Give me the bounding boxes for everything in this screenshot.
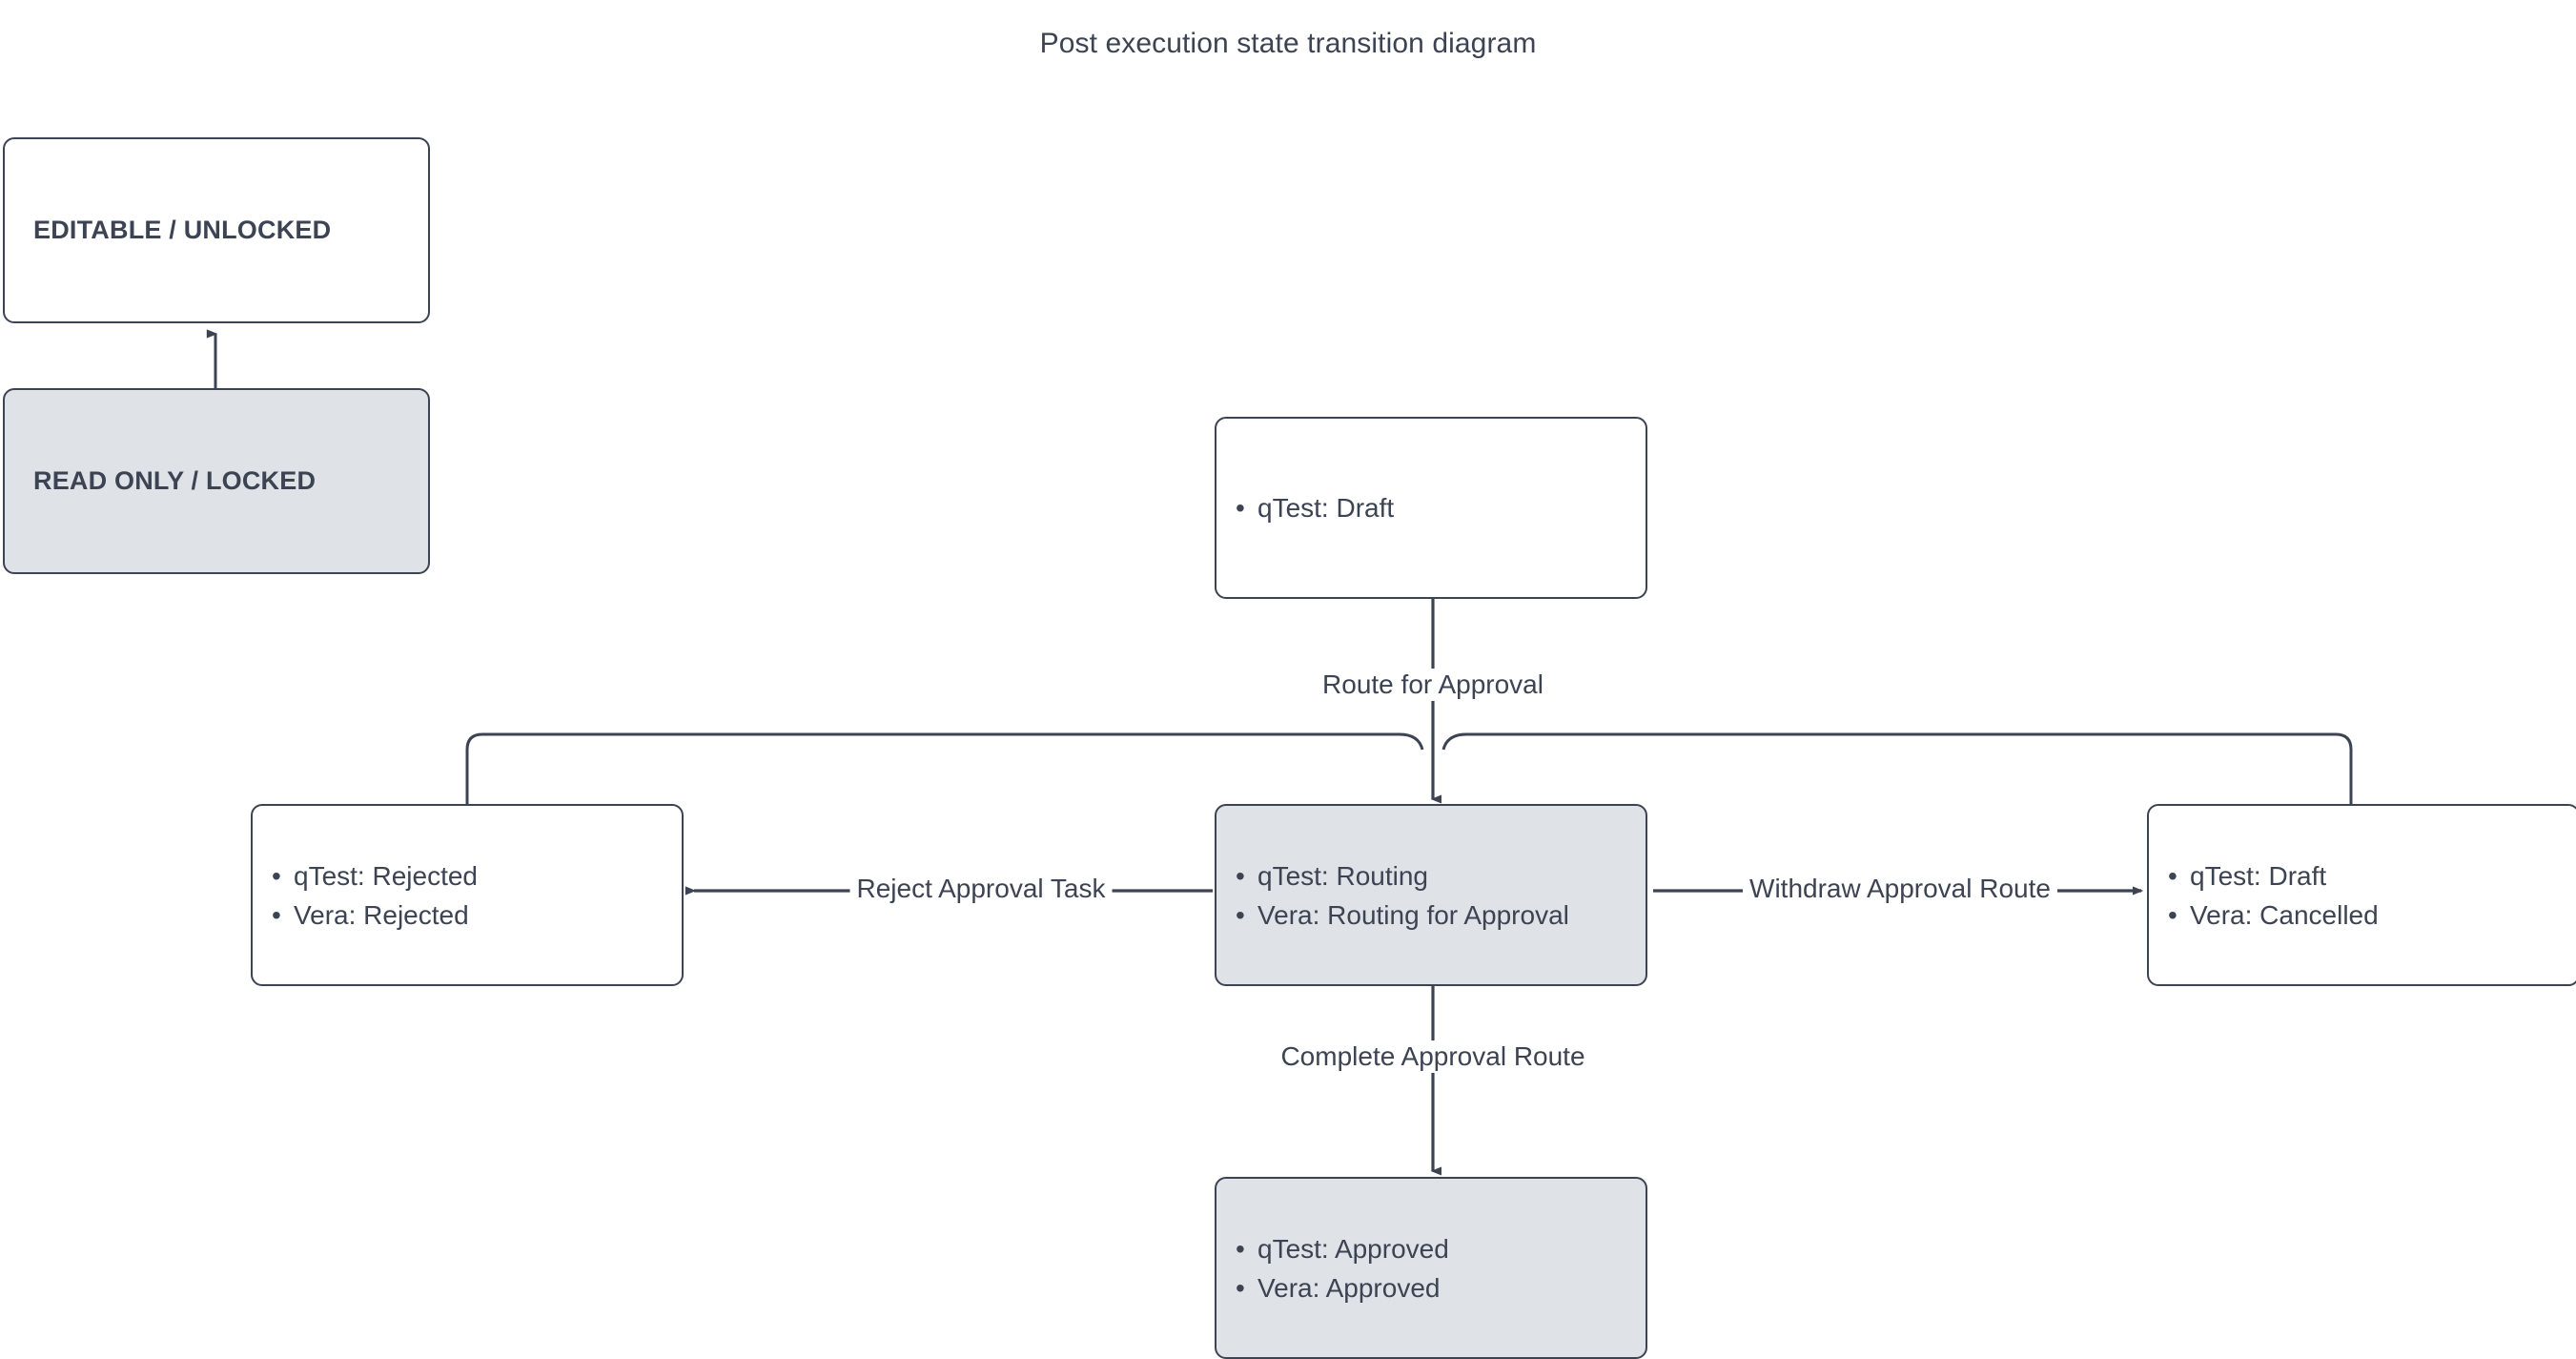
state-line: qTest: Draft (1236, 488, 1646, 527)
page-title: Post execution state transition diagram (1039, 28, 1537, 59)
edge-label-withdraw-approval-route: Withdraw Approval Route (1743, 873, 2057, 905)
state-line: qTest: Rejected (272, 856, 682, 896)
legend-read-only-locked: READ ONLY / LOCKED (3, 388, 430, 574)
state-node-lines: qTest: Draft (1216, 488, 1646, 527)
state-node-approved[interactable]: qTest: Approved Vera: Approved (1215, 1177, 1647, 1359)
state-node-cancelled[interactable]: qTest: Draft Vera: Cancelled (2147, 804, 2576, 986)
state-line: Vera: Cancelled (2168, 896, 2576, 935)
state-node-draft[interactable]: qTest: Draft (1215, 417, 1647, 599)
state-line: qTest: Approved (1236, 1229, 1646, 1268)
edge-label-route-for-approval: Route for Approval (1316, 669, 1550, 701)
state-node-rejected[interactable]: qTest: Rejected Vera: Rejected (251, 804, 684, 986)
state-node-lines: qTest: Rejected Vera: Rejected (253, 856, 682, 935)
edge-label-reject-approval-task: Reject Approval Task (849, 873, 1113, 905)
state-line: Vera: Routing for Approval (1236, 896, 1646, 935)
edge-label-complete-approval-route: Complete Approval Route (1274, 1040, 1592, 1073)
state-node-routing[interactable]: qTest: Routing Vera: Routing for Approva… (1215, 804, 1647, 986)
legend-locked-label: READ ONLY / LOCKED (33, 466, 317, 495)
state-node-lines: qTest: Draft Vera: Cancelled (2149, 856, 2576, 935)
legend-editable-unlocked: EDITABLE / UNLOCKED (3, 137, 430, 323)
state-node-lines: qTest: Approved Vera: Approved (1216, 1229, 1646, 1308)
state-node-lines: qTest: Routing Vera: Routing for Approva… (1216, 856, 1646, 935)
state-line: qTest: Draft (2168, 856, 2576, 896)
state-line: qTest: Routing (1236, 856, 1646, 896)
state-line: Vera: Approved (1236, 1268, 1646, 1308)
state-line: Vera: Rejected (272, 896, 682, 935)
legend-editable-label: EDITABLE / UNLOCKED (33, 216, 332, 244)
